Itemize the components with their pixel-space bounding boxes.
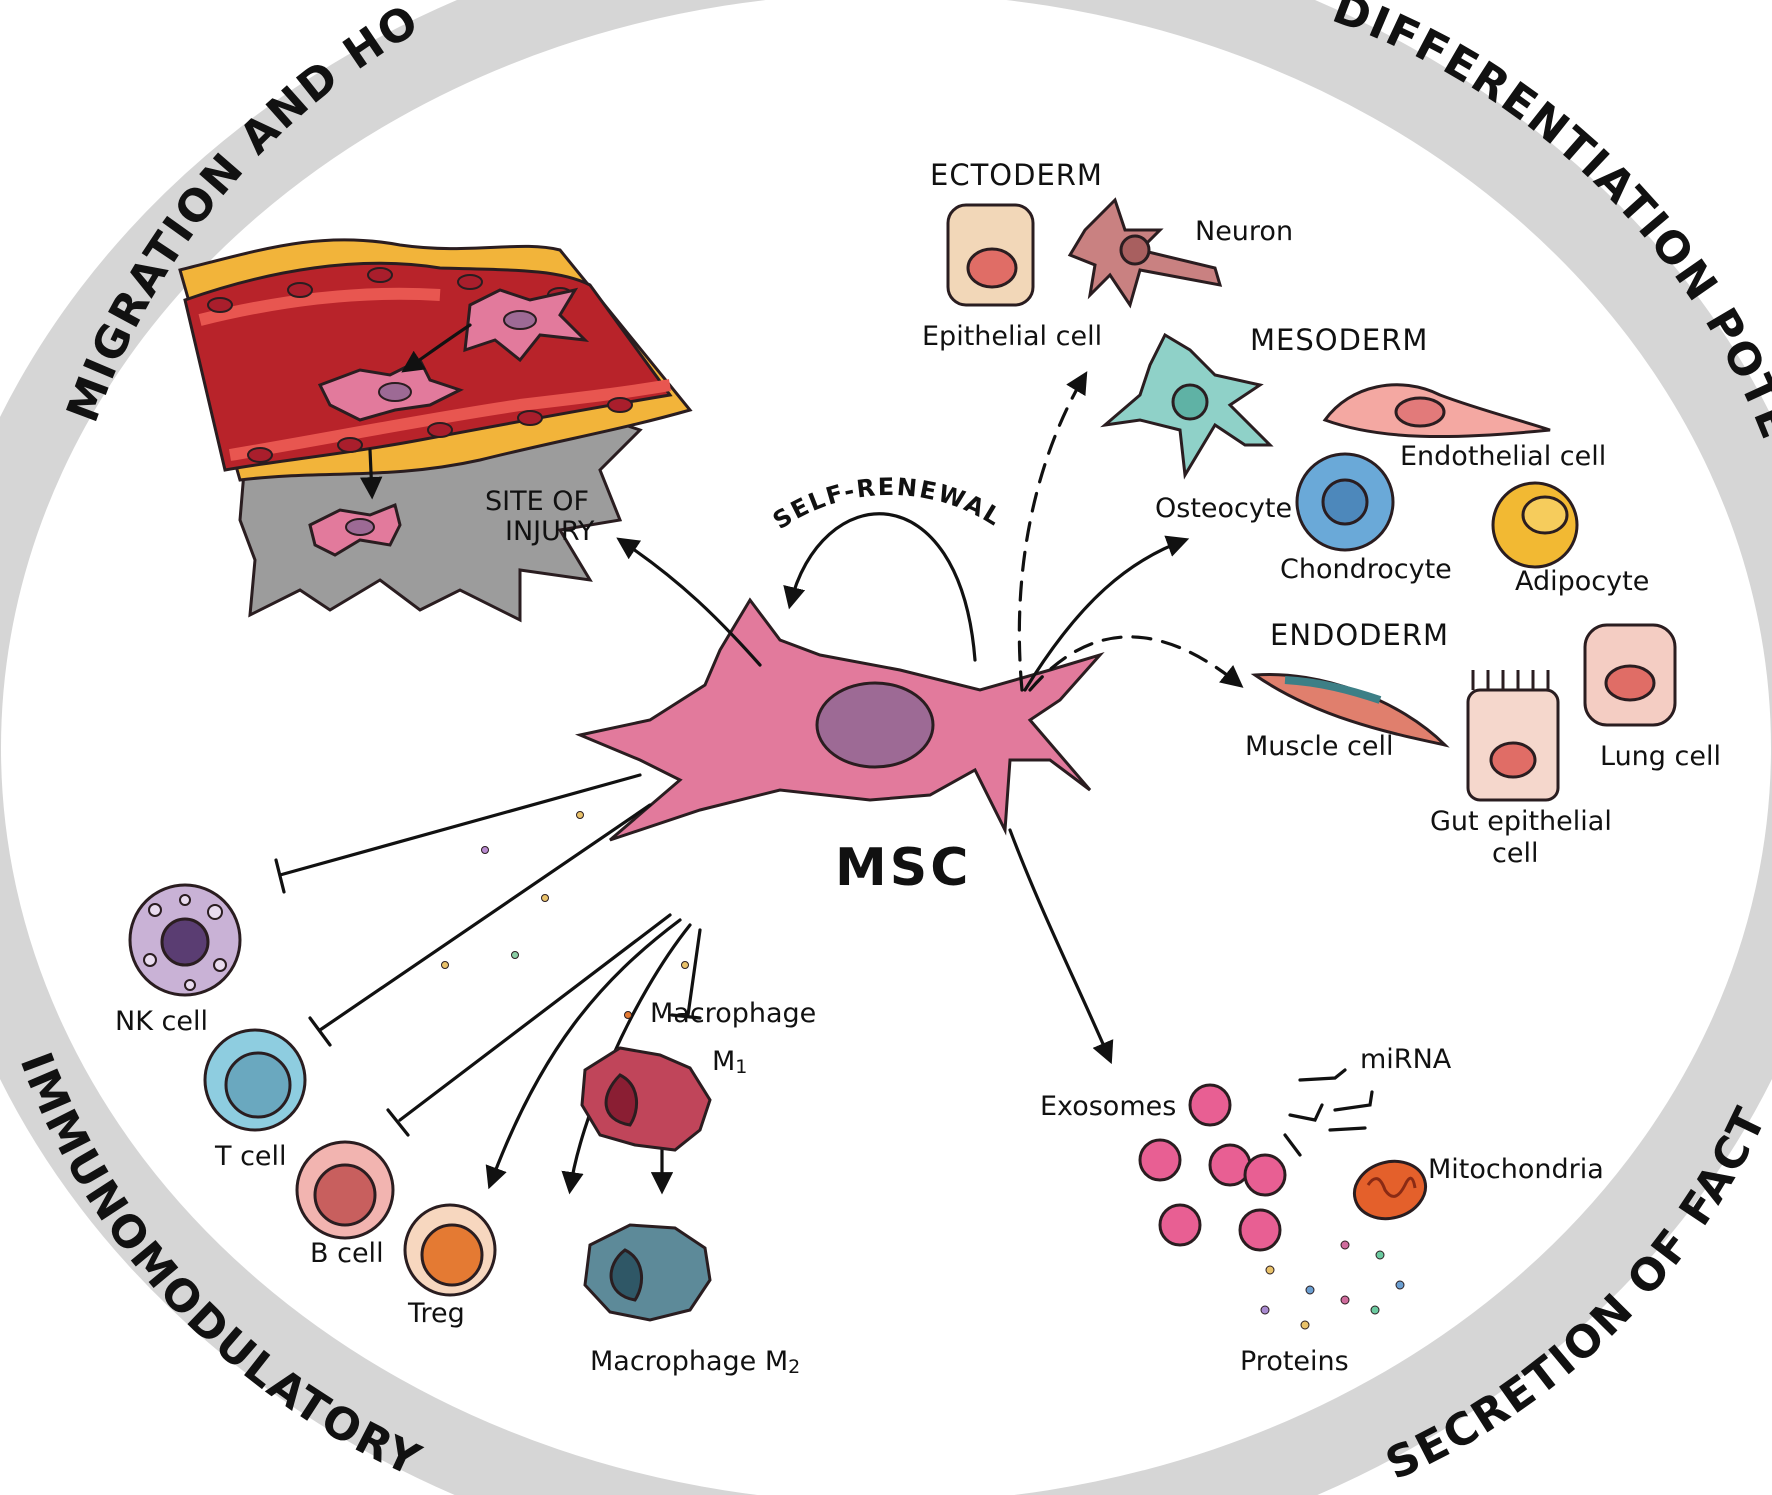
mesoderm-header: MESODERM — [1250, 323, 1428, 357]
self-renewal-label: SELF-RENEWAL — [768, 473, 1007, 535]
gut-label-line2: cell — [1492, 838, 1538, 869]
endoderm-header: ENDODERM — [1270, 618, 1449, 652]
injury-label-line2: INJURY — [505, 516, 595, 547]
treg-label: Treg — [407, 1298, 465, 1329]
neuron-label: Neuron — [1195, 216, 1293, 247]
proteins-label: Proteins — [1240, 1346, 1349, 1377]
mitochondria — [1352, 1159, 1428, 1221]
b-cell — [295, 1140, 395, 1240]
chondrocyte-cell — [1295, 452, 1395, 552]
chondrocyte-label: Chondrocyte — [1280, 554, 1452, 585]
gut-epithelial-cell — [1466, 670, 1560, 802]
ectoderm-header: ECTODERM — [930, 158, 1103, 192]
lung-label: Lung cell — [1600, 741, 1721, 772]
lung-cell — [1583, 623, 1677, 727]
adipocyte-label: Adipocyte — [1515, 566, 1649, 597]
epithelial-cell — [946, 203, 1035, 307]
t-cell — [203, 1028, 307, 1132]
epithelial-label: Epithelial cell — [922, 321, 1102, 352]
muscle-label: Muscle cell — [1245, 731, 1393, 762]
secreted-dots-immune — [441, 811, 689, 1019]
macrophage-m2-cell — [583, 1223, 712, 1322]
osteocyte-label: Osteocyte — [1155, 493, 1292, 524]
msc-label: MSC — [835, 838, 971, 898]
neuron-cell — [1067, 197, 1223, 309]
blood-vessel-illustration — [178, 238, 693, 623]
gut-label-line1: Gut epithelial — [1430, 806, 1612, 837]
self-renewal-arrow — [783, 512, 977, 662]
protein-dots — [1260, 1240, 1405, 1330]
osteocyte-cell — [1100, 332, 1274, 480]
t-label: T cell — [214, 1141, 287, 1172]
endothelial-cell — [1322, 383, 1551, 439]
arrows — [616, 371, 1244, 1065]
muscle-cell — [1250, 672, 1450, 748]
exosomes — [1138, 1083, 1287, 1252]
mirna-strands — [1283, 1068, 1374, 1157]
msc-cell — [574, 597, 1105, 842]
inhibition-lines — [274, 773, 702, 1195]
b-label: B cell — [310, 1238, 384, 1269]
mitochondria-label: Mitochondria — [1428, 1154, 1604, 1185]
treg-cell — [403, 1203, 497, 1297]
nk-cell — [128, 883, 242, 997]
endothelial-label: Endothelial cell — [1400, 441, 1606, 472]
adipocyte-cell — [1491, 481, 1579, 569]
macrophage-m1-subtitle: M1 — [712, 1046, 747, 1078]
exosomes-label: Exosomes — [1040, 1091, 1176, 1122]
macrophage-m1-label: Macrophage — [650, 998, 816, 1029]
macrophage-m1-cell — [580, 1046, 712, 1152]
injury-label-line1: SITE OF — [485, 486, 589, 517]
nk-label: NK cell — [115, 1006, 208, 1037]
macrophage-m2-label: Macrophage M2 — [590, 1346, 800, 1378]
mirna-label: miRNA — [1360, 1044, 1452, 1075]
